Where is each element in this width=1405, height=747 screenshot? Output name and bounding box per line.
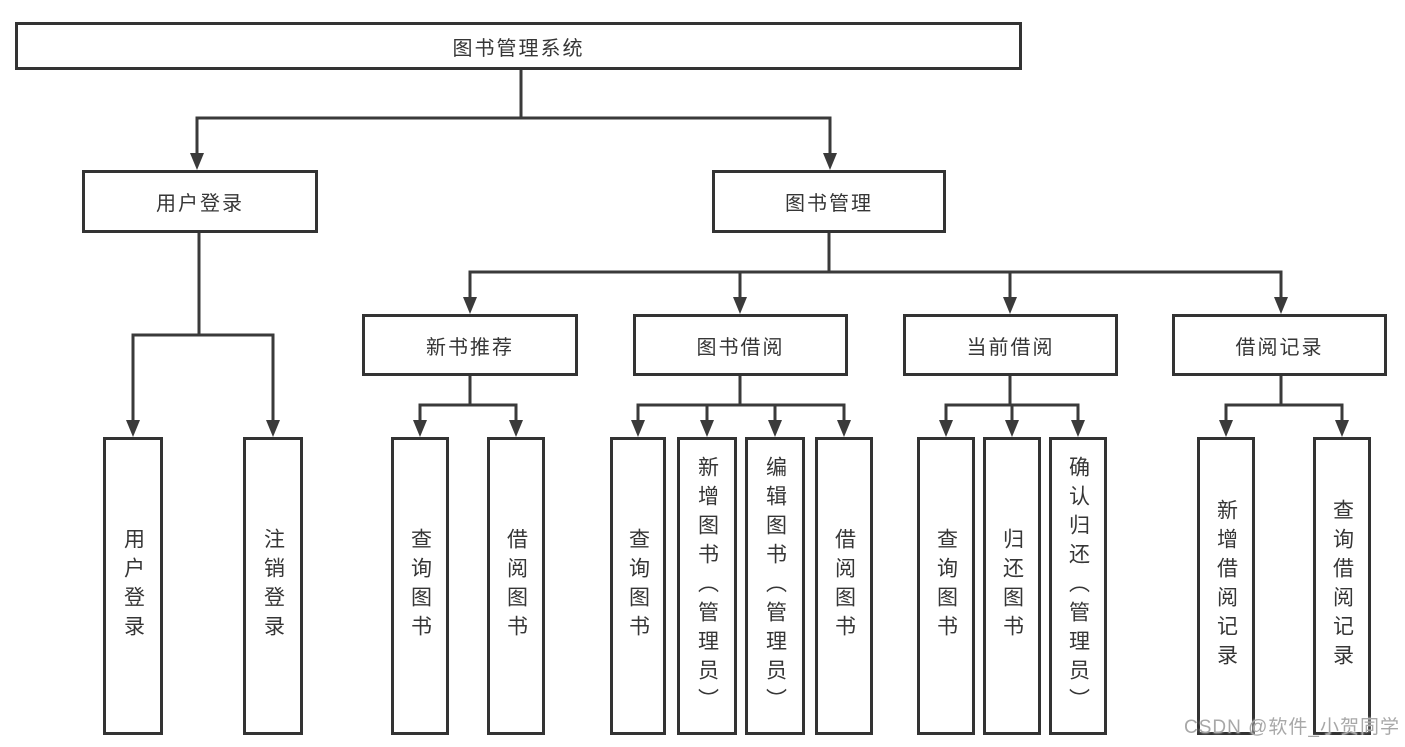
connector-current-split — [939, 375, 1085, 437]
connector-recommend-split — [413, 375, 523, 437]
leaf-recommend-query-books-label: 查询图书 — [408, 528, 432, 644]
connector-records-split — [1219, 375, 1349, 437]
node-current-borrow: 当前借阅 — [903, 314, 1118, 376]
leaf-recommend-query-books: 查询图书 — [391, 437, 449, 735]
leaf-user-login: 用户登录 — [103, 437, 163, 735]
leaf-borrow-books: 借阅图书 — [815, 437, 873, 735]
leaf-user-login-label: 用户登录 — [121, 528, 145, 644]
connector-borrow-split — [631, 375, 851, 437]
node-current-borrow-label: 当前借阅 — [966, 336, 1055, 359]
leaf-add-borrow-record-label: 新增借阅记录 — [1214, 499, 1238, 673]
leaf-add-borrow-record: 新增借阅记录 — [1197, 437, 1255, 735]
leaf-query-borrow-record: 查询借阅记录 — [1313, 437, 1371, 735]
leaf-current-query-books-label: 查询图书 — [934, 528, 958, 644]
node-borrow-records-label: 借阅记录 — [1235, 336, 1324, 359]
leaf-confirm-return-admin: 确认归还（管理员） — [1049, 437, 1107, 735]
leaf-add-books-admin-label: 新增图书（管理员） — [695, 455, 719, 717]
node-user-login: 用户登录 — [82, 170, 318, 233]
node-book-management-label: 图书管理 — [785, 193, 873, 215]
leaf-return-books: 归还图书 — [983, 437, 1041, 735]
connector-management-split — [463, 232, 1288, 314]
connector-login-split — [126, 232, 280, 437]
node-book-management: 图书管理 — [712, 170, 946, 233]
leaf-borrow-query-books: 查询图书 — [610, 437, 666, 735]
leaf-edit-books-admin: 编辑图书（管理员） — [745, 437, 805, 735]
connector-root-split — [190, 69, 837, 170]
leaf-recommend-borrow-books-label: 借阅图书 — [504, 528, 528, 644]
node-book-borrow-label: 图书借阅 — [696, 336, 785, 359]
node-borrow-records: 借阅记录 — [1172, 314, 1387, 376]
node-book-borrow: 图书借阅 — [633, 314, 848, 376]
node-root-label: 图书管理系统 — [452, 37, 585, 60]
leaf-confirm-return-admin-label: 确认归还（管理员） — [1066, 455, 1090, 717]
leaf-add-books-admin: 新增图书（管理员） — [677, 437, 737, 735]
node-new-book-recommend: 新书推荐 — [362, 314, 578, 376]
node-root: 图书管理系统 — [15, 22, 1022, 70]
leaf-edit-books-admin-label: 编辑图书（管理员） — [763, 455, 787, 717]
leaf-current-query-books: 查询图书 — [917, 437, 975, 735]
leaf-recommend-borrow-books: 借阅图书 — [487, 437, 545, 735]
leaf-logout-label: 注销登录 — [261, 528, 285, 644]
leaf-logout: 注销登录 — [243, 437, 303, 735]
node-user-login-label: 用户登录 — [156, 193, 244, 215]
leaf-query-borrow-record-label: 查询借阅记录 — [1330, 499, 1354, 673]
leaf-return-books-label: 归还图书 — [1000, 528, 1024, 644]
node-new-book-recommend-label: 新书推荐 — [426, 336, 514, 359]
leaf-borrow-query-books-label: 查询图书 — [626, 528, 650, 644]
leaf-borrow-books-label: 借阅图书 — [832, 528, 856, 644]
csdn-watermark: CSDN @软件_小贺同学 — [1184, 717, 1400, 738]
